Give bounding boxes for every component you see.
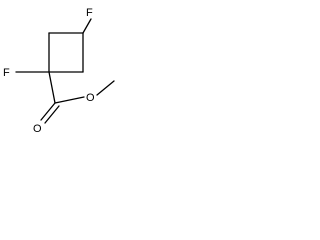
bond-carbonyl-ether bbox=[54, 96, 85, 104]
atom-oxygen-ether: O bbox=[86, 92, 95, 104]
atom-fluorine-left: F bbox=[3, 67, 10, 79]
bond-carbonyl-double-b bbox=[44, 105, 60, 124]
atom-oxygen-carbonyl: O bbox=[33, 123, 42, 135]
bond-c3-fluorine bbox=[82, 18, 92, 34]
chemical-structure: F F O O bbox=[3, 7, 115, 135]
atom-fluorine-top: F bbox=[86, 7, 93, 19]
bond-carbonyl-double-a bbox=[40, 102, 56, 121]
bond-ether-methyl bbox=[96, 80, 115, 96]
bond-ring-carbonyl bbox=[48, 71, 56, 104]
